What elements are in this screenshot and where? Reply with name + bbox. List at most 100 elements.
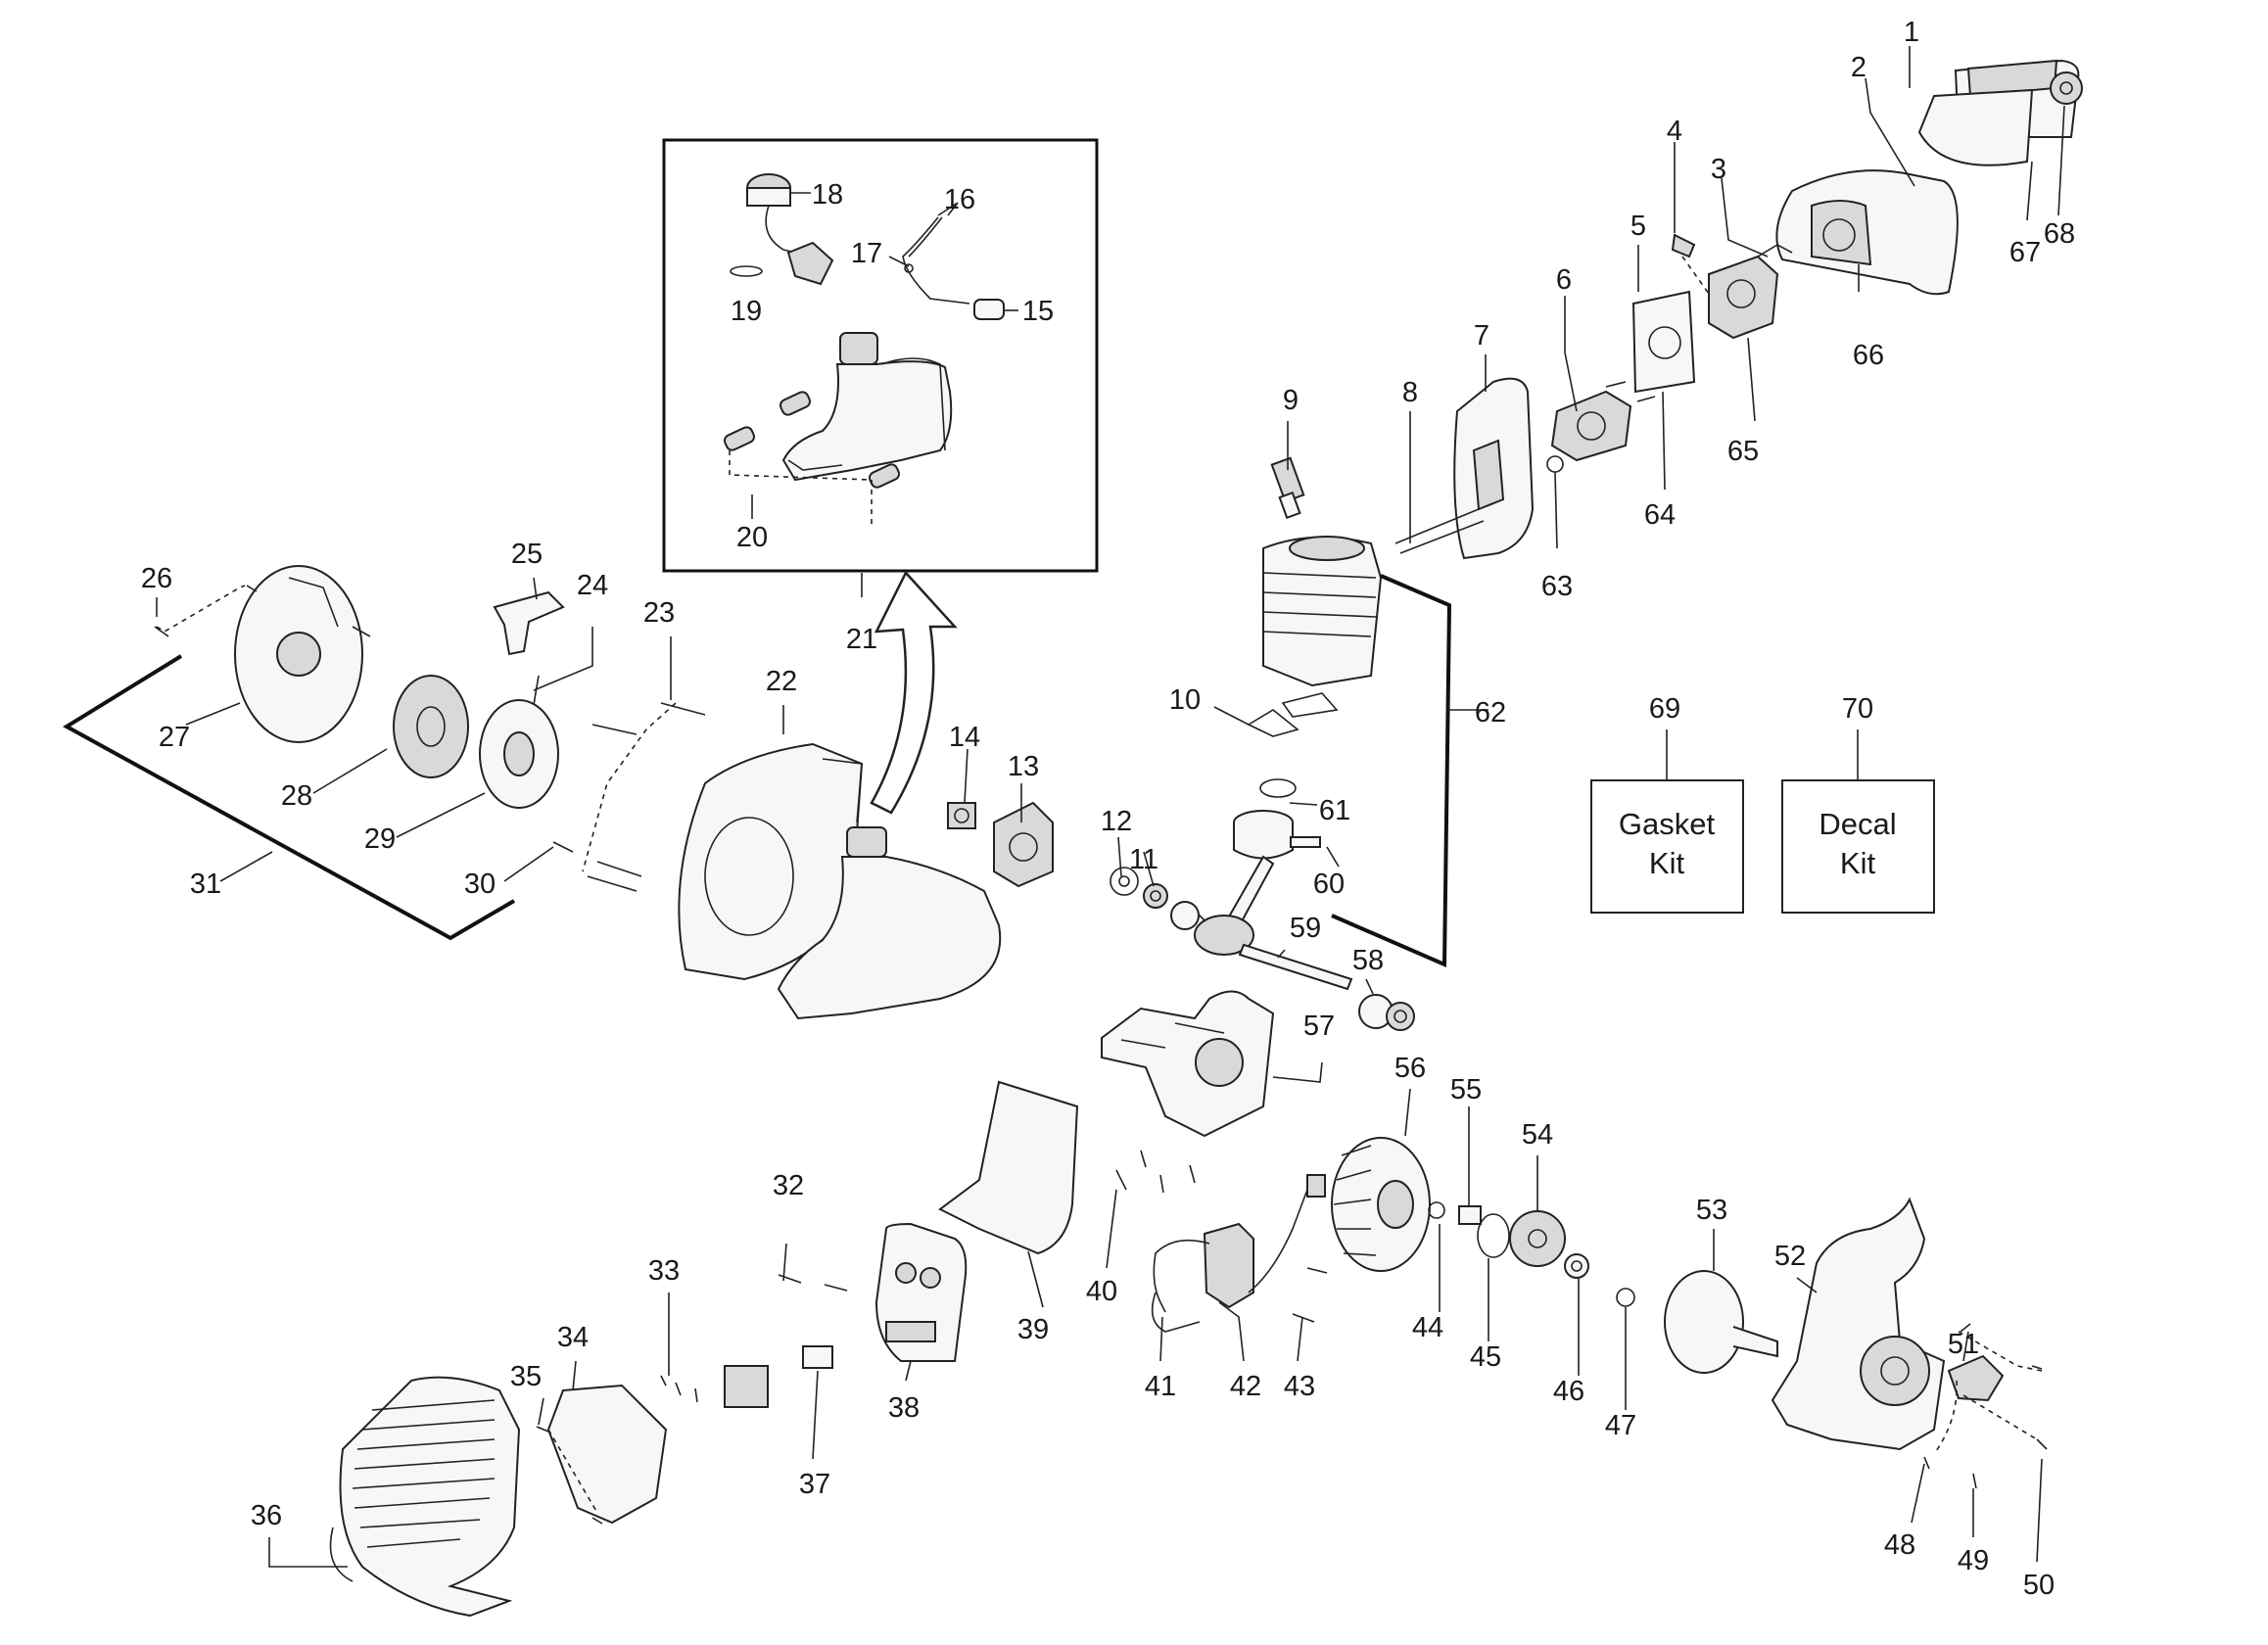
decal-kit-line2: Kit [1840,846,1876,880]
leader-lines [156,46,2065,1568]
flywheel-56 [1331,1137,1431,1272]
starter-housing-27 [234,565,371,743]
fuel-cap-18 [746,173,834,286]
callout-6: 6 [1556,264,1572,296]
callout-66: 66 [1853,340,1884,371]
callout-55: 55 [1450,1074,1482,1105]
callout-51: 51 [1948,1329,1979,1360]
knob-68 [2050,71,2083,105]
callout-numbers: 1 2 3 4 5 6 7 8 9 10 11 12 13 14 15 16 1… [141,17,2075,1601]
engine-housing-22 [678,742,864,981]
callout-67: 67 [2009,237,2041,268]
callout-70: 70 [1842,693,1873,725]
gasket-kit-69: Gasket Kit [1590,729,1744,914]
callout-63: 63 [1541,571,1573,602]
callout-32: 32 [773,1170,804,1201]
callout-49: 49 [1958,1545,1989,1576]
callout-2: 2 [1851,52,1866,83]
bearing-58b [1386,1002,1415,1031]
callout-30: 30 [464,869,496,900]
callout-34: 34 [557,1322,589,1353]
callout-9: 9 [1283,385,1299,416]
callout-14: 14 [949,722,980,753]
callout-53: 53 [1696,1195,1727,1226]
callout-64: 64 [1644,499,1676,531]
screw-30 [552,841,574,853]
callout-37: 37 [799,1469,830,1500]
callout-48: 48 [1884,1529,1915,1561]
clutch-drum-53 [1664,1270,1778,1374]
callout-61: 61 [1319,795,1350,826]
crankshaft-59 [1194,855,1353,991]
gear-housing-52 [1771,1197,2005,1451]
bracket-62 [1331,574,1452,968]
callout-3: 3 [1711,154,1726,185]
callout-42: 42 [1230,1371,1261,1402]
lead-41 [1153,1239,1210,1313]
callout-35: 35 [510,1361,542,1392]
screws-51 [1960,1323,2043,1370]
o-ring-19 [730,265,763,277]
callout-20: 20 [736,522,768,553]
screws-48-50 [1923,1438,2048,1489]
callout-19: 19 [731,296,762,327]
callout-21: 21 [846,624,877,655]
clutch-54 [1509,1210,1566,1267]
callout-5: 5 [1630,211,1646,242]
callout-24: 24 [577,570,608,601]
callout-16: 16 [944,184,975,215]
callout-12: 12 [1101,806,1132,837]
ignition-coil-42 [1203,1222,1254,1309]
callout-13: 13 [1008,751,1039,782]
screen-part [724,1365,769,1408]
callout-47: 47 [1605,1410,1636,1441]
screws-64 [1605,381,1656,402]
callout-54: 54 [1522,1119,1553,1151]
gasket-kit-line1: Gasket [1619,807,1716,841]
pin-60 [1290,836,1321,848]
cover-34 [546,1384,668,1525]
callout-58: 58 [1352,945,1384,976]
callout-26: 26 [141,563,172,594]
screws-35 [536,1426,603,1525]
screws-43 [1292,1267,1328,1323]
cylinder-62 [1262,536,1383,687]
pad-20a [779,391,812,416]
callout-29: 29 [364,823,396,855]
callout-52: 52 [1774,1241,1806,1272]
callout-50: 50 [2023,1570,2055,1601]
insulator-6 [1550,390,1632,462]
bolts-8 [1394,508,1485,554]
screw-26-line [156,585,246,633]
callout-28: 28 [281,780,312,812]
screws-40 [1115,1150,1196,1194]
callout-8: 8 [1402,377,1418,408]
label-37 [802,1345,833,1369]
callout-17: 17 [851,238,882,269]
air-filter-cover-67 [1917,59,2080,166]
ring-63 [1546,455,1564,473]
callout-22: 22 [766,666,797,697]
washer-47 [1616,1288,1635,1307]
group-arrow [870,570,958,815]
fuel-line-16 [902,216,970,305]
gasket-kit-line2: Kit [1649,846,1685,880]
engine-shroud-36 [329,1376,521,1618]
callout-15: 15 [1022,296,1054,327]
spark-plug-9 [1270,456,1305,520]
ring-61 [1259,778,1297,798]
muffler-38 [874,1222,968,1362]
bearing-11b [1170,901,1200,930]
callout-68: 68 [2044,218,2075,250]
fuel-tank [781,332,953,482]
ignition-13 [993,801,1054,888]
callout-46: 46 [1553,1376,1584,1407]
washer-46 [1564,1253,1589,1279]
callout-56: 56 [1394,1053,1426,1084]
bolts-32 [778,1274,848,1292]
callout-43: 43 [1284,1371,1315,1402]
grommet-17 [904,263,914,273]
callout-59: 59 [1290,913,1321,944]
callout-25: 25 [511,539,543,570]
